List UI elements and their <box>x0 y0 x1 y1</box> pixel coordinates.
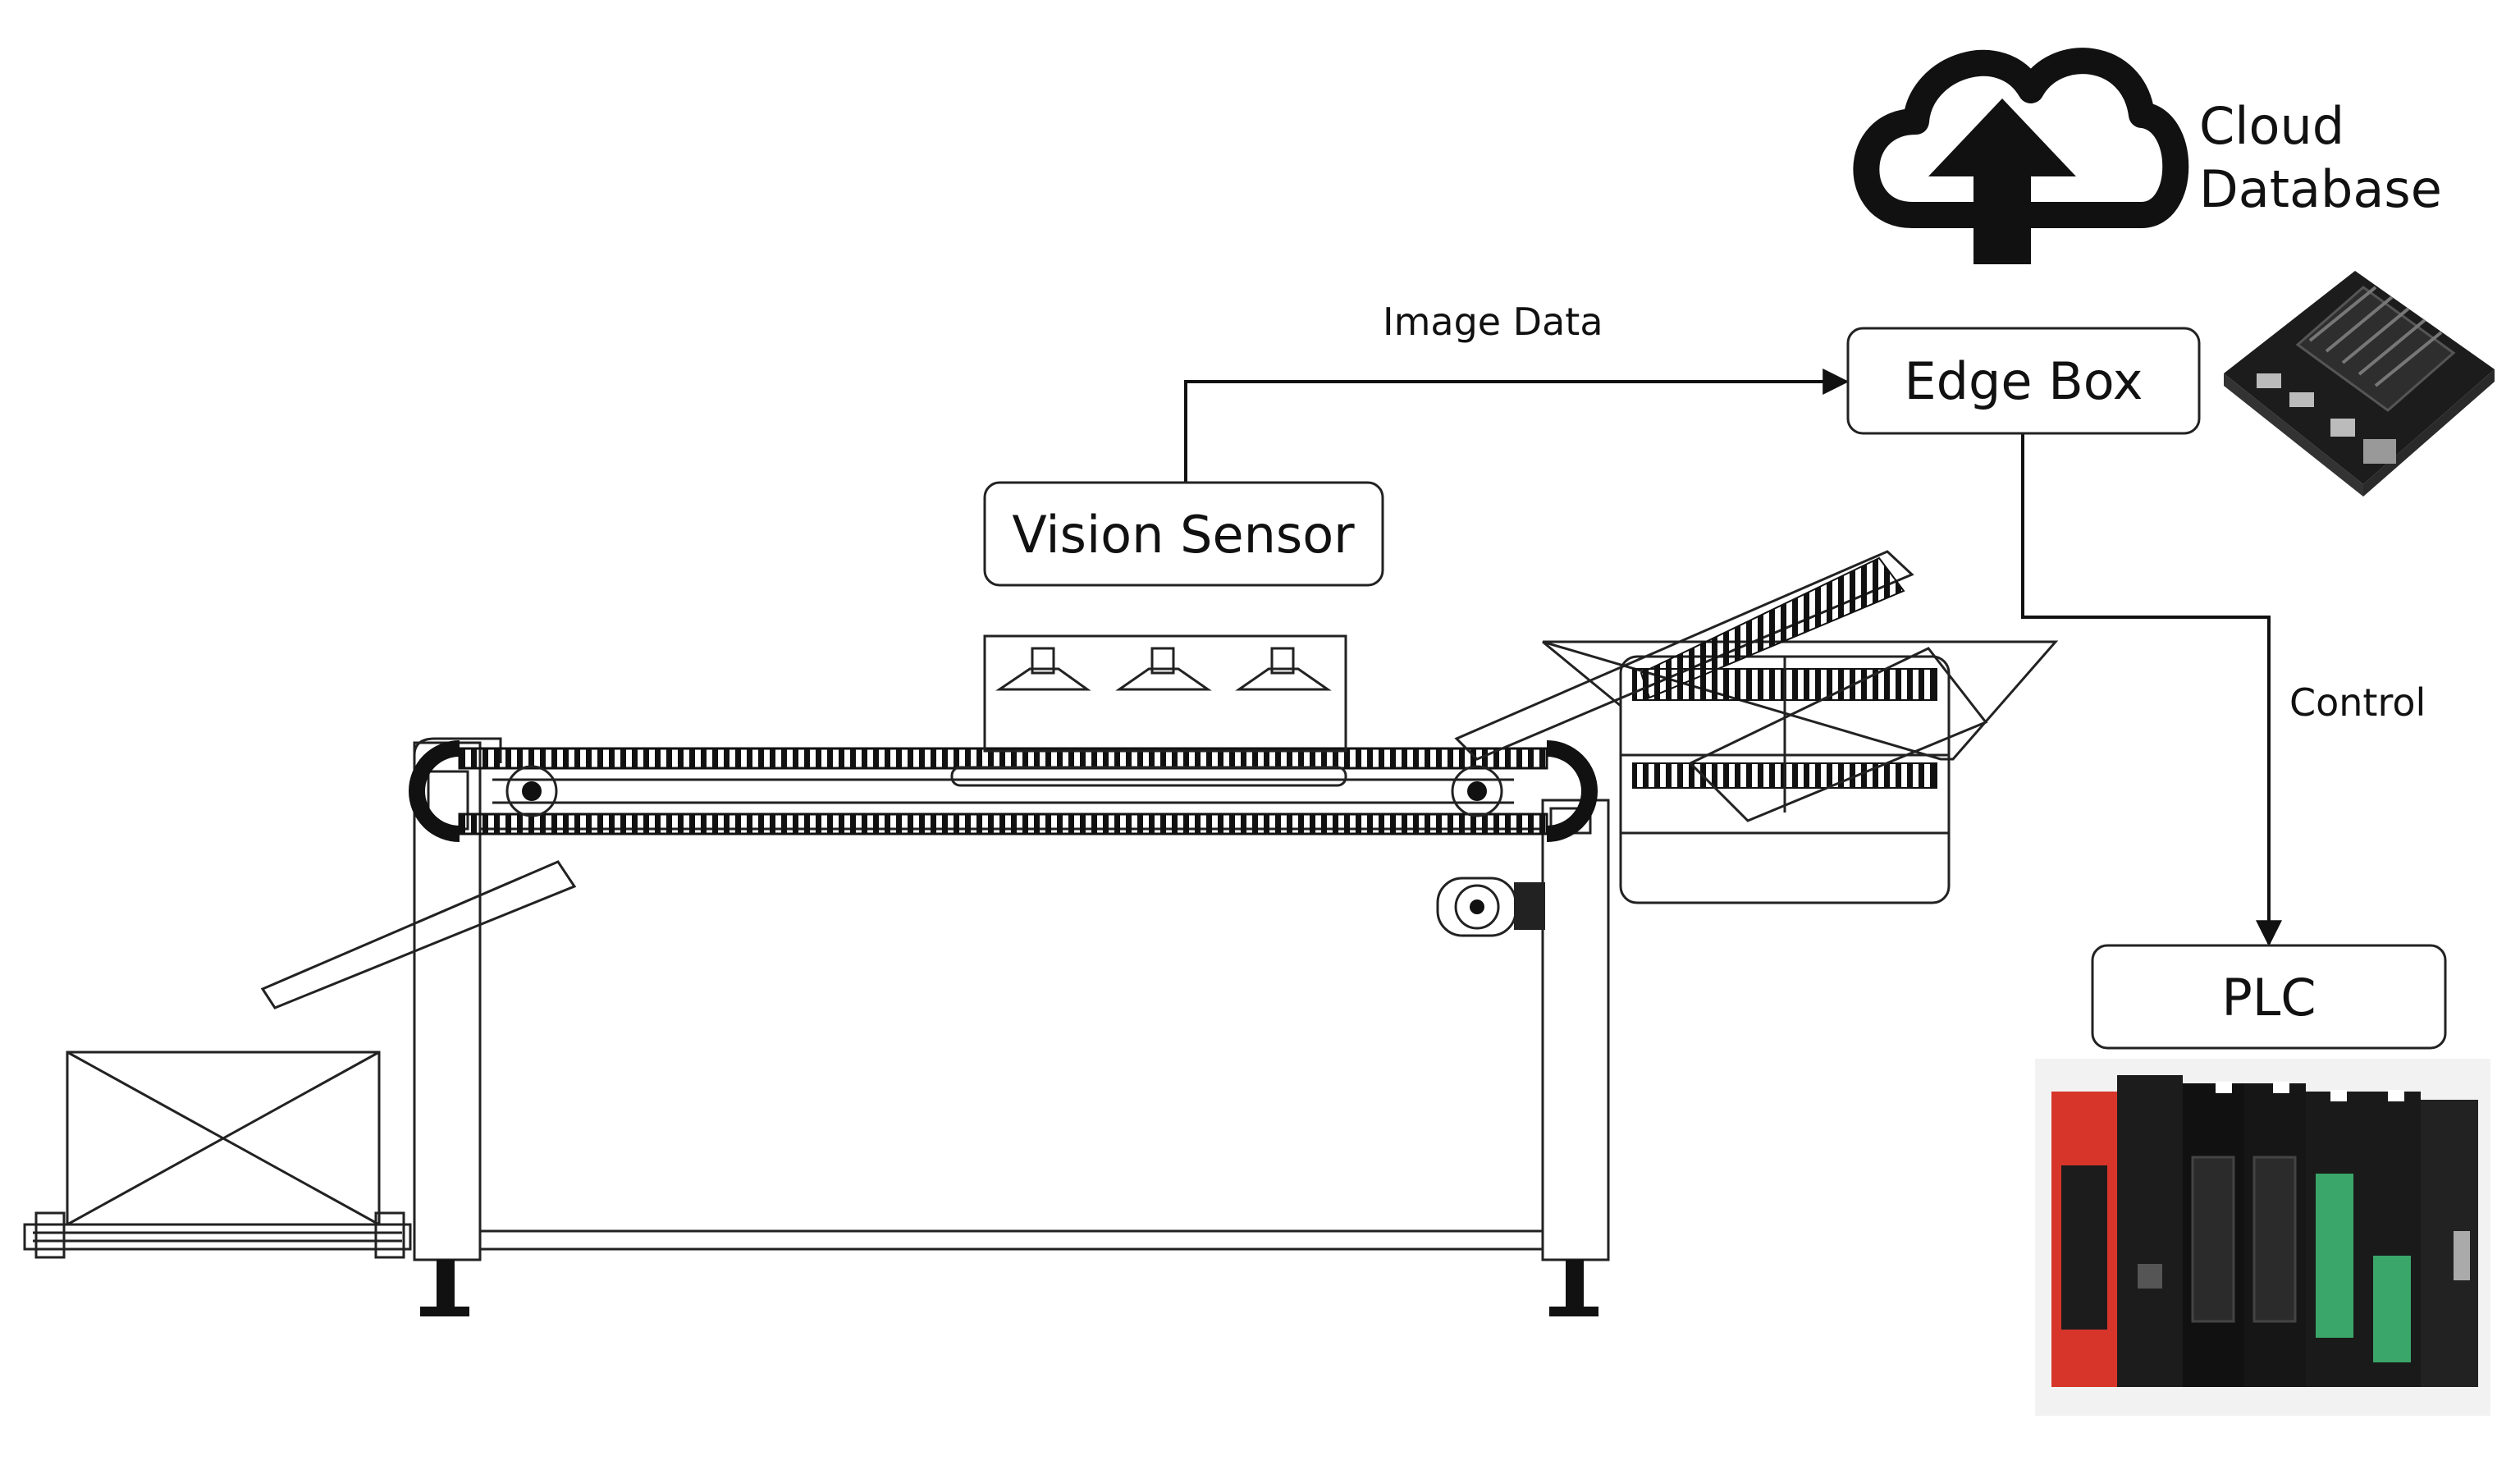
edge-edgebox-to-plc <box>2021 433 2282 947</box>
cloud-label-line1: Cloud <box>2199 96 2344 156</box>
edge-vision-to-edgebox <box>1184 368 1850 483</box>
plc-hardware-image <box>2035 1059 2490 1416</box>
heatsink-fins <box>2295 286 2456 412</box>
node-vision-sensor: Vision Sensor <box>983 481 1384 587</box>
collection-box <box>23 1051 412 1259</box>
air-nozzle <box>1235 647 1332 691</box>
discharge-chute <box>260 860 577 1009</box>
sorting-hopper <box>1454 550 2059 904</box>
conveyor-machine-drawing <box>23 550 2059 1316</box>
vision-sensor-label: Vision Sensor <box>1012 505 1355 565</box>
node-edge-box: Edge Box <box>1846 327 2201 435</box>
cloud-label-line2: Database <box>2199 159 2442 219</box>
node-plc: PLC <box>2091 944 2447 1050</box>
edge-box-label: Edge Box <box>1905 351 2143 411</box>
edge-label-image-data: Image Data <box>1383 300 1603 344</box>
drive-motor <box>1436 877 1545 937</box>
edge-label-control: Control <box>2289 680 2426 725</box>
plc-label: PLC <box>2221 968 2316 1028</box>
air-nozzle <box>1115 647 1212 691</box>
sensor-housing <box>983 634 1347 753</box>
conveyor-belt <box>409 740 1598 842</box>
cloud-upload-icon <box>1853 48 2189 264</box>
air-nozzle <box>995 647 1091 691</box>
edge-device-board-image <box>2224 271 2495 497</box>
